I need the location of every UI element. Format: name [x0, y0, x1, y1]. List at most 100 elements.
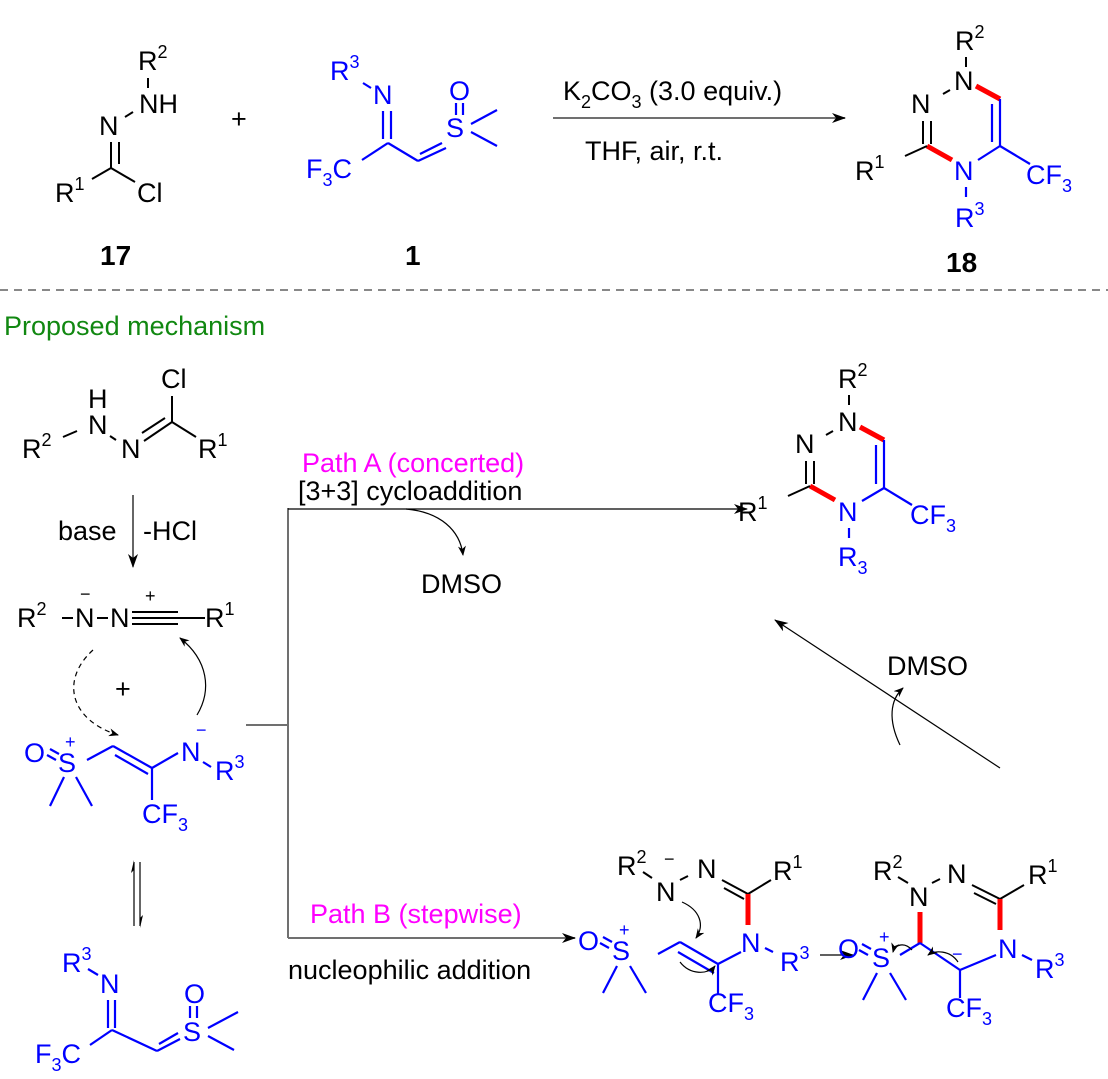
bond: [89, 1029, 113, 1046]
bond: [629, 965, 647, 994]
bond: [931, 878, 941, 884]
atom-n2: N: [947, 859, 967, 889]
bond: [470, 109, 498, 125]
compound-label-17: 17: [100, 240, 131, 271]
atom-n4: N: [954, 156, 974, 186]
bond: [942, 89, 951, 95]
plus-sign: +: [115, 674, 131, 704]
bond: [679, 941, 719, 965]
atom-n1: N: [954, 66, 974, 96]
atom-n: N: [99, 111, 119, 141]
atom-r2: R2: [838, 360, 868, 394]
charge-minus: −: [80, 584, 91, 604]
atom-r3: R3: [780, 943, 810, 977]
atom-cf3: CF3: [946, 993, 992, 1029]
bond: [919, 942, 961, 971]
atom-cf3: CF3: [708, 988, 754, 1024]
atom-r3: R3: [955, 199, 985, 233]
bond: [721, 879, 749, 895]
conditions-solvent: THF, air, r.t.: [585, 136, 723, 166]
atom-r1: R1: [738, 493, 768, 527]
compound-label-18: 18: [946, 247, 977, 278]
atom-cf3: CF3: [142, 799, 188, 835]
bond: [717, 951, 742, 965]
bond: [417, 147, 447, 162]
hydrazonoyl-chloride: Cl H N R2 N R1: [22, 364, 228, 464]
new-bond: [974, 83, 1002, 102]
charge-minus: −: [196, 720, 207, 740]
triazine-product: R2 N N R1 N CF3 R3: [738, 360, 956, 578]
atom-h: H: [88, 384, 108, 414]
bond: [897, 876, 909, 884]
atom-r2: R2: [955, 22, 985, 56]
compound-label-1: 1: [405, 240, 421, 271]
atom-cf3: CF3: [910, 500, 956, 536]
atom-n: N: [181, 737, 201, 767]
atom-s: S: [446, 113, 464, 143]
atom-n2: N: [795, 429, 815, 459]
atom-s: S: [872, 943, 890, 973]
bond: [419, 142, 443, 155]
charge-minus: −: [952, 944, 963, 964]
atom-r1: R1: [55, 174, 85, 208]
intermediate-1: R2 N − N R1 N R3 O S + CF3: [578, 847, 810, 1024]
atom-nh: N: [88, 410, 108, 440]
bond: [747, 879, 772, 895]
step-label-hcl: -HCl: [143, 516, 197, 546]
compound-1: R3 N F3C S O 1: [306, 52, 498, 271]
dashed-electron-arrow: [73, 649, 119, 737]
bond: [109, 435, 117, 441]
ylide-anion: O S + N − R3 CF3: [24, 720, 245, 835]
atom-o: O: [449, 76, 470, 106]
atom-n: N: [373, 80, 393, 110]
nitrile-imine: R2 N − N + R1: [17, 584, 235, 633]
bond: [361, 142, 389, 161]
bond: [883, 487, 913, 506]
atom-r2: R2: [17, 599, 47, 633]
dmso-label-b: DMSO: [887, 651, 968, 681]
bond: [899, 942, 921, 956]
electron-arrow-1: [681, 901, 705, 939]
atom-r2: R2: [617, 847, 647, 881]
bond: [999, 145, 1031, 165]
bond: [959, 953, 997, 972]
atom-n: N: [121, 434, 141, 464]
atom-n1: N: [75, 603, 95, 633]
atom-nh: NH: [139, 89, 178, 119]
bond: [861, 943, 872, 950]
atom-r2: R2: [138, 42, 168, 76]
bond: [124, 111, 134, 118]
atom-r1: R1: [773, 852, 803, 886]
atom-n-minus: N: [656, 877, 676, 907]
atom-r1: R1: [1028, 856, 1058, 890]
bond: [973, 892, 997, 905]
bond: [861, 487, 885, 502]
charge-plus: +: [65, 732, 76, 752]
step-label-base: base: [58, 516, 117, 546]
mechanism-title: Proposed mechanism: [4, 311, 265, 341]
atom-cl: Cl: [161, 364, 187, 394]
bond: [602, 965, 618, 994]
atom-f3c: F3C: [306, 154, 352, 190]
elimination-arrow: [774, 619, 1001, 769]
atom-cf3: CF3: [1026, 160, 1072, 196]
electron-arrow-4: [927, 946, 959, 963]
bond: [111, 1029, 158, 1052]
bond: [387, 142, 419, 162]
bond: [787, 485, 811, 497]
atom-s: S: [183, 1017, 201, 1047]
bond: [1021, 954, 1033, 961]
bond: [86, 745, 114, 761]
bond: [858, 949, 869, 956]
bond: [207, 1011, 239, 1029]
bond: [470, 131, 498, 147]
atom-o: O: [838, 934, 859, 964]
atom-r1: R1: [198, 430, 228, 464]
bond: [87, 968, 99, 976]
atom-n1: N: [838, 407, 858, 437]
new-bond: [858, 424, 886, 443]
atom-o: O: [578, 926, 599, 956]
atom-n1: N: [909, 882, 929, 912]
atom-n-r3: N: [741, 928, 761, 958]
